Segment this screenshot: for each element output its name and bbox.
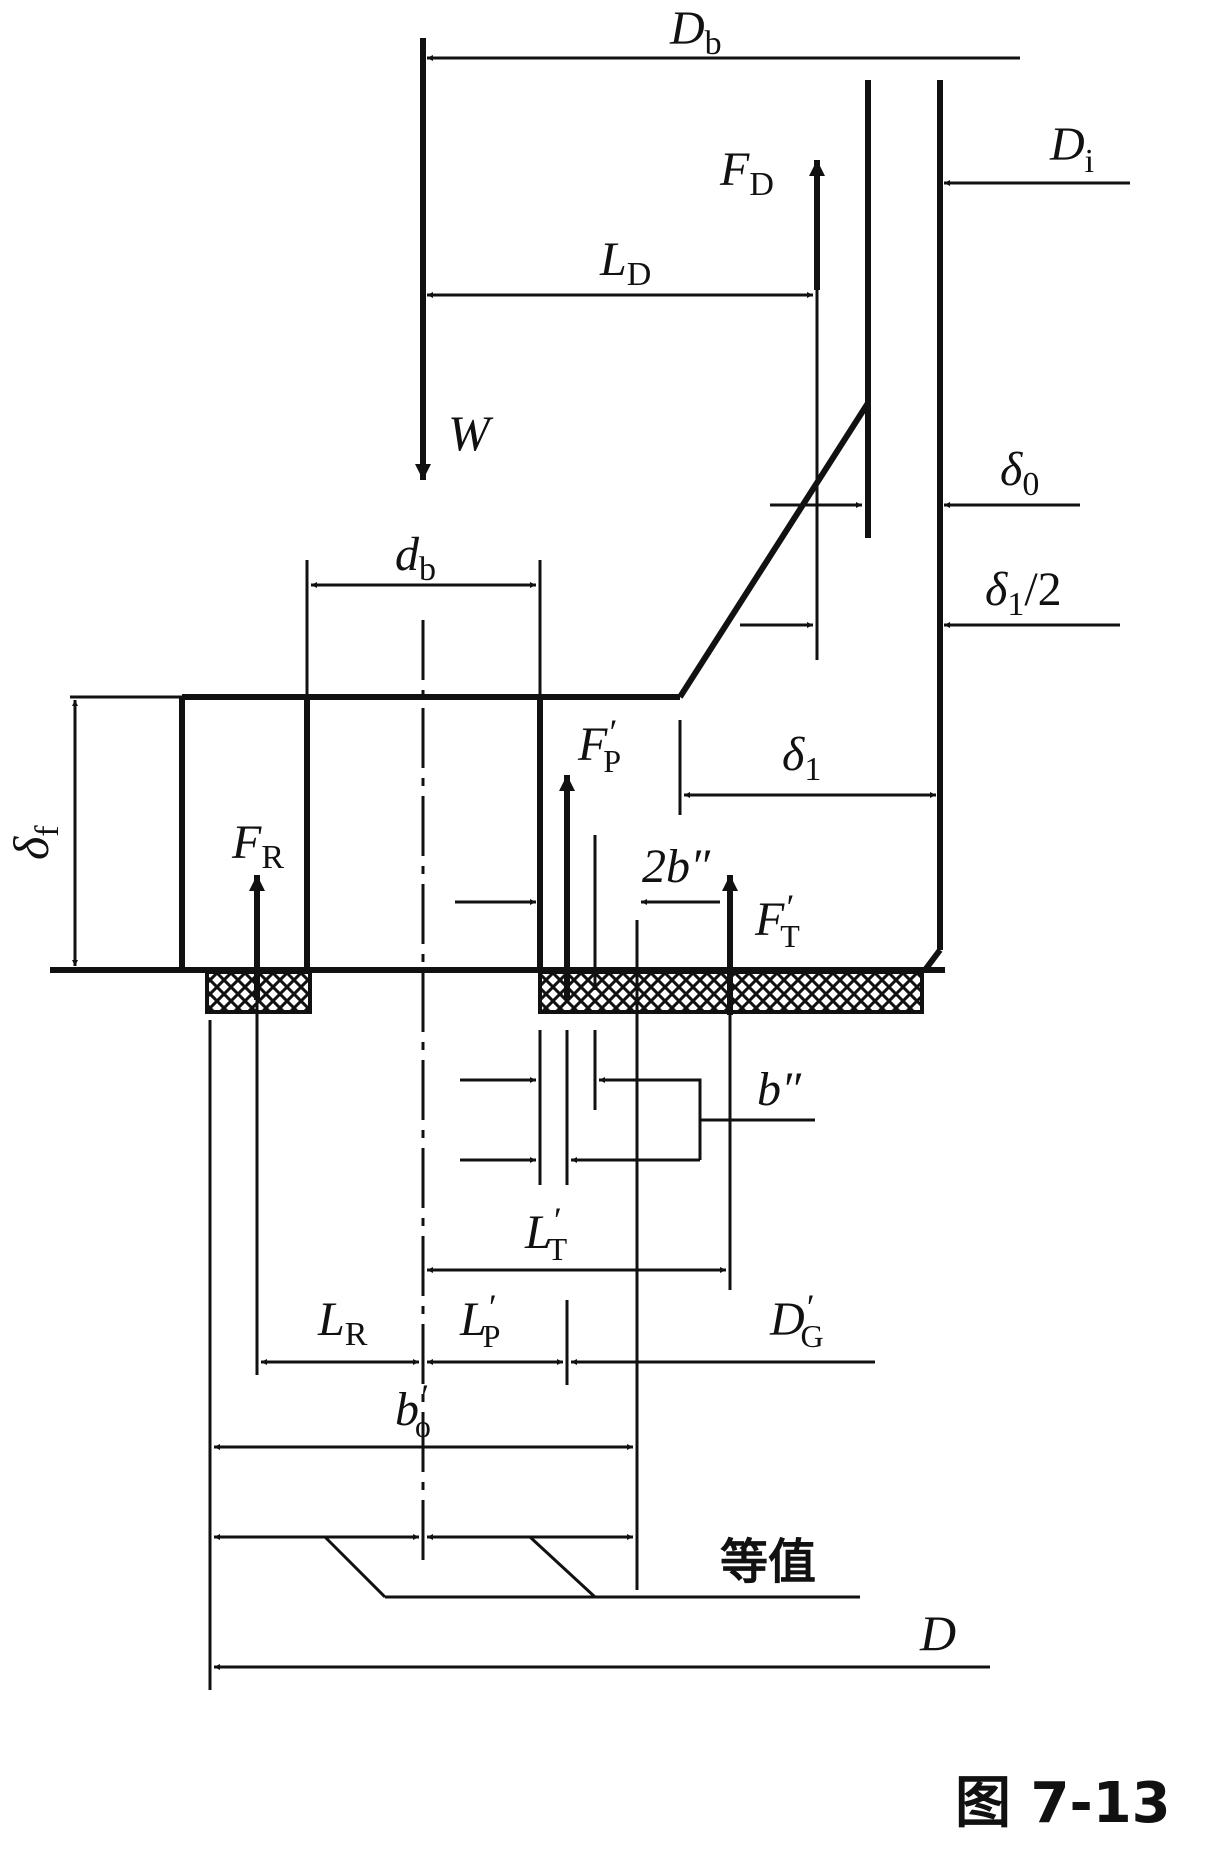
label-LT-prime: L′T <box>524 1200 568 1267</box>
label-bo-prime: b′o <box>395 1377 431 1444</box>
label-LD: LD <box>599 233 651 293</box>
dimensions <box>70 55 1130 1690</box>
label-equal-values: 等值 <box>720 1534 816 1590</box>
label-W: W <box>448 405 494 461</box>
label-FR: FR <box>231 816 284 876</box>
label-LP-prime: L′P <box>459 1287 500 1354</box>
label-delta1-half: δ1/2 <box>985 563 1062 623</box>
label-delta1: δ1 <box>782 728 821 788</box>
label-D: D <box>919 1605 956 1661</box>
flange-outline <box>50 80 945 973</box>
label-Di: Di <box>1049 118 1094 180</box>
label-FD: FD <box>719 143 774 203</box>
label-FP-prime: F′P <box>577 712 621 779</box>
label-2b-dbl-prime: 2b″ <box>642 840 711 893</box>
label-DG-prime: D′G <box>769 1287 824 1354</box>
label-db: db <box>395 528 436 588</box>
label-LR: LR <box>317 1293 368 1353</box>
labels: Db Di FD LD W δ0 db δ1/2 δf F′P δ1 FR 2b… <box>3 2 1171 1836</box>
label-b-dbl-prime: b″ <box>757 1063 802 1116</box>
label-Db: Db <box>669 2 722 62</box>
label-delta0: δ0 <box>1000 443 1039 503</box>
label-delta-f: δf <box>3 825 66 860</box>
label-FT-prime: F′T <box>754 887 800 954</box>
figure-caption: 图 7-13 <box>955 1771 1171 1836</box>
forces <box>249 38 825 1375</box>
